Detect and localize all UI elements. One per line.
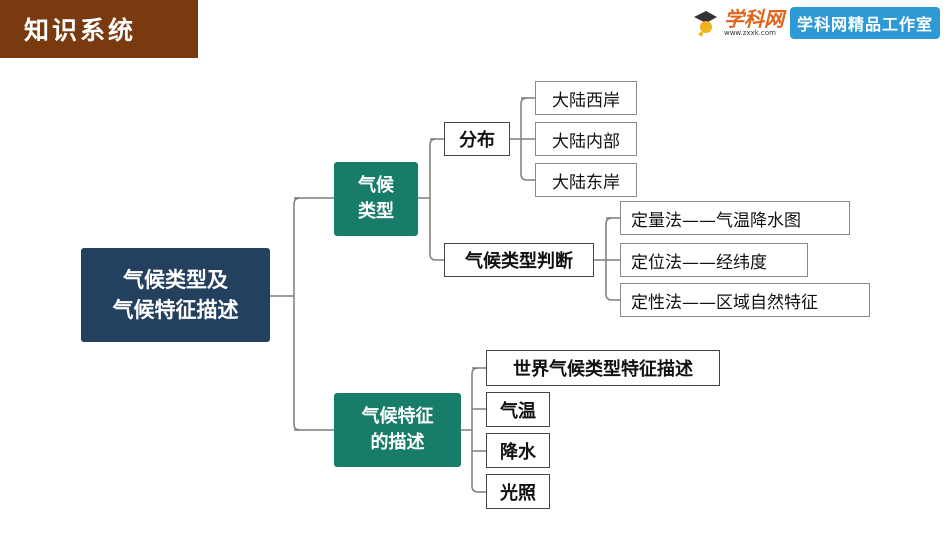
distribution-node: 分布 — [444, 122, 510, 156]
features-item: 光照 — [486, 474, 550, 509]
climate-features-node: 气候特征 的描述 — [334, 393, 461, 467]
logo-url: www.zxxk.com — [723, 29, 776, 37]
root-label-line2: 气候特征描述 — [112, 298, 239, 322]
climate-types-line2: 类型 — [358, 201, 394, 222]
section-header: 知识系统 — [0, 0, 198, 58]
judgement-item: 定位法——经纬度 — [620, 243, 808, 277]
judgement-item: 定性法——区域自然特征 — [620, 283, 870, 317]
root-label-line1: 气候类型及 — [123, 268, 228, 292]
features-item: 世界气候类型特征描述 — [486, 350, 720, 386]
logo-name: 学科网 — [723, 7, 784, 31]
climate-features-line1: 气候特征 — [361, 406, 434, 427]
distribution-item: 大陆东岸 — [535, 163, 637, 197]
scholar-hat-icon — [693, 11, 717, 37]
distribution-item: 大陆内部 — [535, 122, 637, 156]
logo-text: 学科网 www.zxxk.com — [724, 9, 784, 37]
distribution-item: 大陆西岸 — [535, 81, 637, 115]
root-node: 气候类型及 气候特征描述 — [81, 248, 270, 342]
climate-types-node: 气候 类型 — [334, 162, 418, 236]
brand-logo: 学科网 www.zxxk.com 学科网精品工作室 — [692, 6, 940, 40]
judgement-node: 气候类型判断 — [444, 243, 594, 277]
section-title: 知识系统 — [24, 16, 137, 45]
climate-types-line1: 气候 — [358, 175, 394, 196]
judgement-item: 定量法——气温降水图 — [620, 201, 850, 235]
studio-badge: 学科网精品工作室 — [789, 7, 940, 39]
climate-features-line2: 的描述 — [370, 432, 425, 453]
features-item: 降水 — [486, 433, 550, 468]
features-item: 气温 — [486, 392, 550, 427]
